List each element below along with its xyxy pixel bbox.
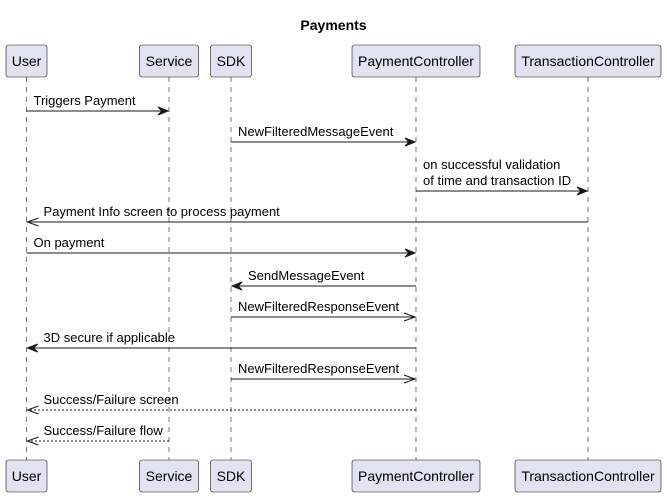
- diagram-title: Payments: [300, 17, 366, 33]
- message-label: Success/Failure flow: [44, 423, 164, 438]
- participant-box: [5, 44, 48, 78]
- message-8: 3D secure if applicable: [26, 330, 416, 353]
- message-label: Triggers Payment: [34, 93, 136, 108]
- participant-payment-top: PaymentController: [351, 44, 481, 78]
- message-10: Success/Failure screen: [26, 392, 416, 415]
- participant-label: User: [12, 468, 42, 484]
- participant-payment-bottom: PaymentController: [351, 459, 481, 493]
- participant-box: [5, 459, 48, 493]
- participant-service-bottom: Service: [139, 459, 199, 493]
- participant-service-top: Service: [139, 44, 199, 78]
- participant-transaction-top: TransactionController: [514, 44, 662, 78]
- participant-sdk-top: SDK: [210, 44, 252, 78]
- participant-label: Service: [146, 53, 193, 69]
- participant-label: TransactionController: [521, 53, 655, 69]
- participant-label: SDK: [217, 468, 246, 484]
- participant-box: [514, 44, 662, 78]
- message-label: NewFilteredResponseEvent: [238, 299, 400, 314]
- participant-user-bottom: User: [5, 459, 48, 493]
- arrowhead-icon: [404, 137, 417, 147]
- message-label: 3D secure if applicable: [44, 330, 176, 345]
- participant-label: Service: [146, 468, 193, 484]
- participant-box: [139, 459, 199, 493]
- message-2: NewFilteredMessageEvent: [231, 124, 417, 147]
- message-label: on successful validation: [423, 157, 560, 172]
- arrowhead-icon: [403, 312, 417, 322]
- arrowhead-icon: [230, 281, 243, 291]
- message-7: NewFilteredResponseEvent: [231, 299, 417, 322]
- arrowhead-icon: [26, 436, 39, 446]
- participant-box: [351, 459, 481, 493]
- participant-box: [514, 459, 662, 493]
- participant-box: [351, 44, 481, 78]
- message-5: On payment: [26, 235, 417, 258]
- participant-sdk-bottom: SDK: [210, 459, 252, 493]
- arrowhead-icon: [404, 248, 417, 258]
- message-label: Success/Failure screen: [44, 392, 179, 407]
- participant-label: SDK: [217, 53, 246, 69]
- participant-label: PaymentController: [358, 53, 474, 69]
- participant-label: User: [12, 53, 42, 69]
- participant-label: PaymentController: [358, 468, 474, 484]
- participant-box: [210, 459, 252, 493]
- message-label: On payment: [34, 235, 105, 250]
- participant-user-top: User: [5, 44, 48, 78]
- participant-box: [210, 44, 252, 78]
- arrowhead-icon: [576, 186, 589, 196]
- participants-top: User Service SDK PaymentController Transacti…: [5, 44, 662, 78]
- participant-box: [139, 44, 199, 78]
- participant-label: TransactionController: [521, 468, 655, 484]
- message-label: NewFilteredMessageEvent: [238, 124, 394, 139]
- message-11: Success/Failure flow: [26, 423, 169, 446]
- arrowhead-icon: [26, 343, 38, 353]
- message-9: NewFilteredResponseEvent: [231, 361, 417, 384]
- message-1: Triggers Payment: [26, 93, 170, 116]
- arrowhead-icon: [403, 374, 417, 384]
- message-label: of time and transaction ID: [423, 173, 571, 188]
- message-label: Payment Info screen to process payment: [44, 204, 281, 219]
- arrowhead-icon: [26, 405, 39, 415]
- arrowhead-icon: [26, 217, 39, 227]
- lifelines: [26, 77, 589, 460]
- participant-transaction-bottom: TransactionController: [514, 459, 662, 493]
- message-label: NewFilteredResponseEvent: [238, 361, 400, 376]
- message-label: SendMessageEvent: [248, 268, 365, 283]
- message-4: Payment Info screen to process payment: [26, 204, 588, 227]
- arrowhead-icon: [157, 106, 170, 116]
- message-6: SendMessageEvent: [230, 268, 416, 291]
- participants-bottom: User Service SDK PaymentController Transacti…: [5, 459, 662, 493]
